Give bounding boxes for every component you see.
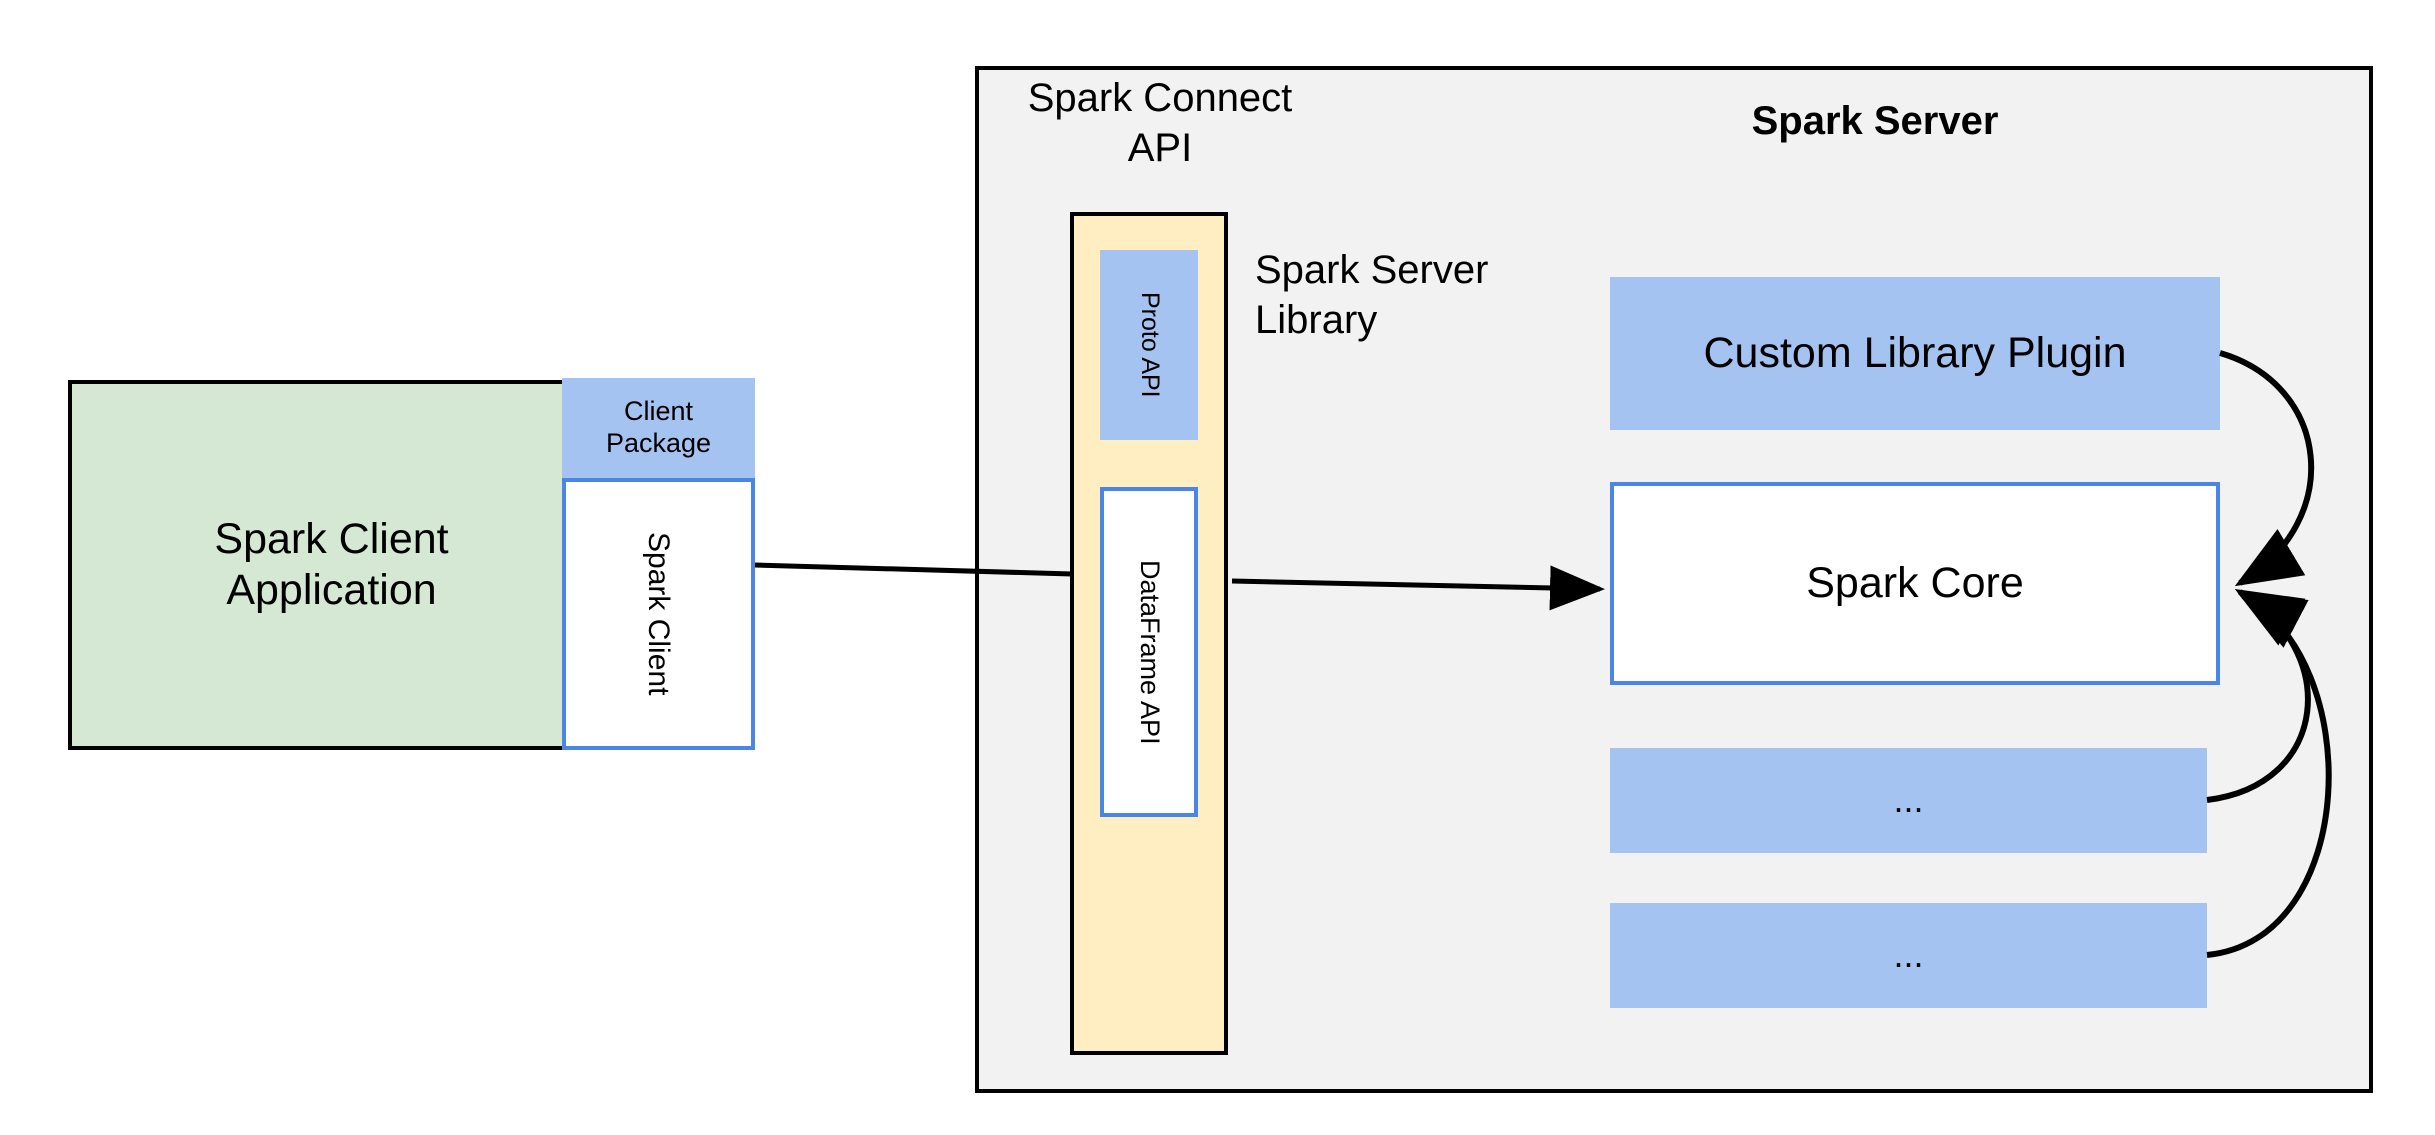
proto-api-label: Proto API [1135, 292, 1164, 398]
spark-server-title: Spark Server [1751, 98, 1999, 143]
dataframe-api-box: DataFrame API [1100, 487, 1198, 817]
spark-core-box: Spark Core [1610, 482, 2220, 685]
ellipsis-box-2: ... [1610, 903, 2207, 1008]
ellipsis-box-1: ... [1610, 748, 2207, 853]
spark-client-box: Spark Client [562, 478, 755, 750]
custom-library-plugin-box: Custom Library Plugin [1610, 277, 2220, 430]
proto-api-box: Proto API [1100, 250, 1198, 440]
spark-client-label: Spark Client [642, 532, 676, 696]
dataframe-api-label: DataFrame API [1134, 559, 1165, 745]
